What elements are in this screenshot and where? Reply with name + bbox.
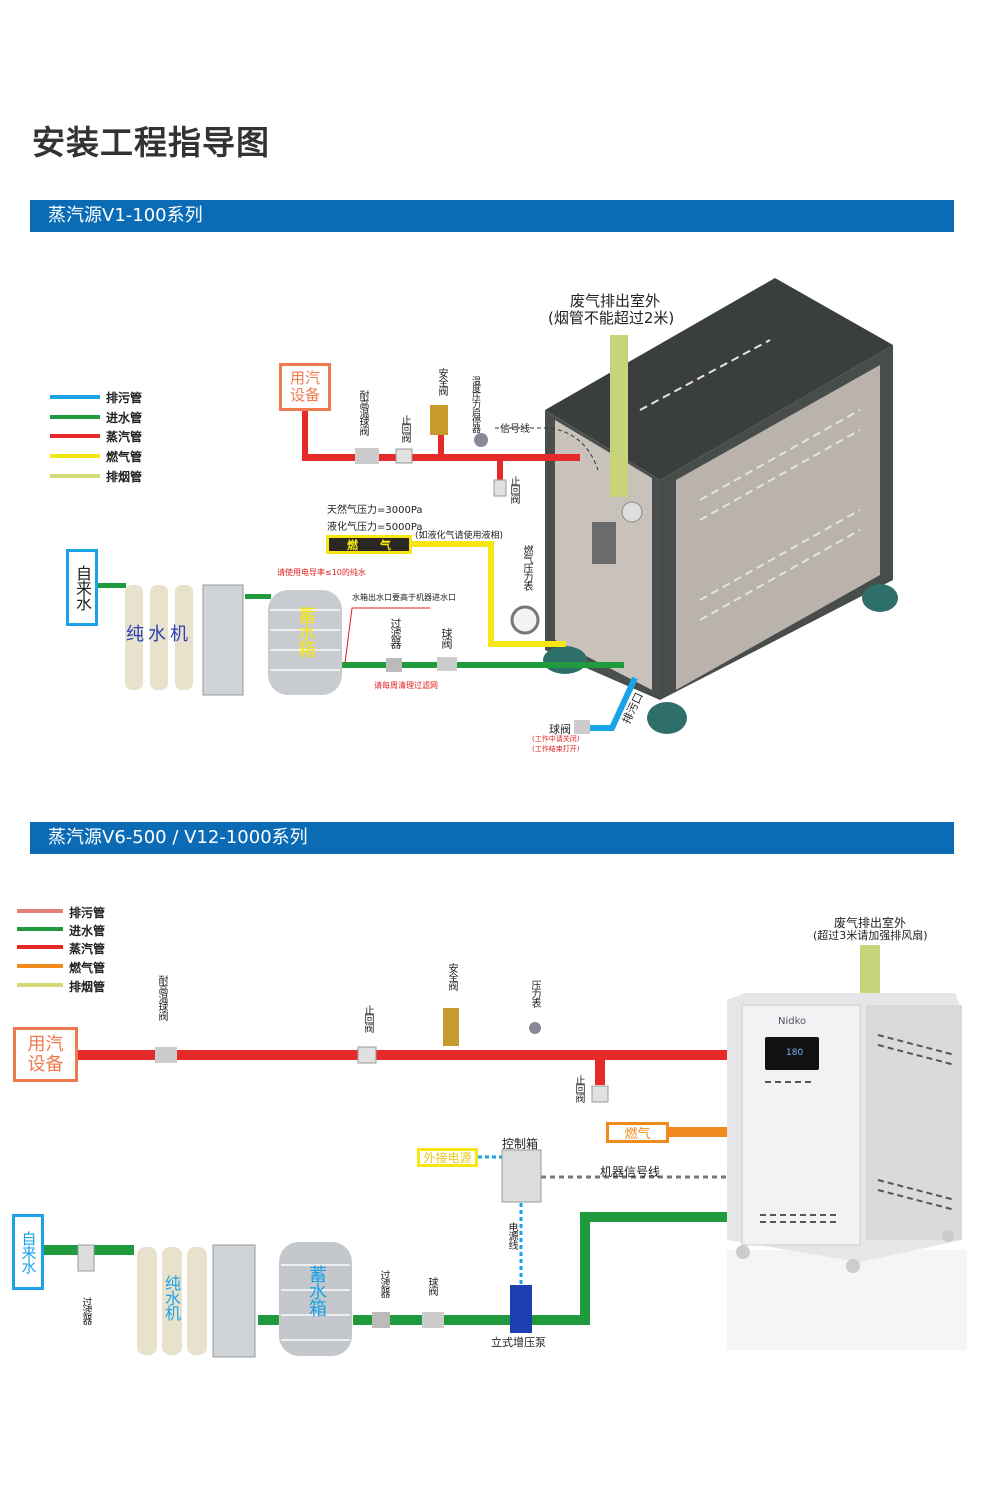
boiler-v6	[727, 993, 967, 1350]
filter-note: 请每周清理过滤网	[374, 681, 438, 690]
safety-valve-2-icon	[443, 1008, 459, 1046]
filter-icon	[386, 658, 402, 672]
pump-label: 立式增压泵	[491, 1336, 546, 1349]
check-valve-2-label: 止回阀	[508, 476, 519, 503]
steam-pipe-2	[78, 1050, 727, 1085]
gas-box: 燃 气	[326, 535, 412, 554]
filter-label-3: 过滤器	[378, 1270, 389, 1297]
control-box-icon	[501, 1149, 542, 1203]
flue-pipe-2	[860, 945, 880, 997]
check-valve-label-2: 止回阀	[362, 1005, 373, 1032]
drain-pipe-1	[590, 676, 638, 731]
legend-label: 排污管	[106, 391, 143, 405]
legend-label: 蒸汽管	[69, 942, 106, 956]
ro-machine-1	[125, 584, 244, 696]
safety-valve-icon	[430, 405, 448, 435]
legend-label: 进水管	[69, 924, 106, 938]
brand-logo: Nidko	[778, 1016, 807, 1027]
gas-pipe-2	[669, 1127, 727, 1137]
high-temp-ball-valve-label-2: 耐高温球阀	[156, 975, 167, 1020]
filter-label-2: 过滤器	[80, 1297, 91, 1324]
filter-2-icon	[77, 1244, 95, 1272]
safety-valve-label: 安全阀	[436, 368, 447, 395]
signal-line-1	[495, 427, 599, 471]
pressure-switch-icon	[474, 433, 488, 447]
exhaust-note: (烟管不能超过2米)	[548, 309, 675, 327]
ball-valve-label: 球阀	[440, 628, 453, 648]
drain-valve-label: 球阀	[549, 723, 571, 736]
display-value: 180	[786, 1048, 804, 1058]
section1-header: 蒸汽源V1-100系列	[30, 200, 954, 232]
ro-machine-label-2: 纯水机	[162, 1275, 181, 1320]
drain-note-2: (工作结束打开)	[532, 745, 580, 753]
water-tank-1	[268, 590, 342, 695]
tank-note: 水箱出水口要高于机器进水口	[352, 593, 456, 602]
legend-label: 进水管	[106, 411, 143, 425]
ro-machine-label: 纯水机	[126, 624, 192, 645]
lpg-pressure: 液化气压力=5000Pa	[327, 522, 423, 533]
control-box-label: 控制箱	[502, 1137, 539, 1151]
water-pipe-1	[98, 583, 624, 668]
natural-gas-pressure: 天然气压力=3000Pa	[327, 505, 423, 516]
ball-valve-icon	[355, 448, 379, 464]
check-valve-3-icon	[357, 1046, 377, 1064]
legend-label: 蒸汽管	[106, 430, 143, 444]
tap-water-box: 自来水	[66, 549, 98, 626]
tank-label: 蓄水箱	[295, 606, 316, 657]
exhaust-title: 废气排出室外	[570, 292, 661, 310]
safety-valve-label-2: 安全阀	[446, 963, 457, 990]
legend-label: 排烟管	[106, 470, 143, 484]
tank-label-2: 蓄水箱	[306, 1265, 327, 1316]
external-power-box: 外接电源	[417, 1148, 478, 1167]
check-valve-label: 止回阀	[399, 415, 410, 442]
pure-water-note: 请使用电导率≤10的纯水	[277, 568, 366, 577]
steam-pipe-1	[302, 411, 580, 487]
exhaust-title-2: 废气排出室外	[834, 916, 907, 930]
gas-gauge-icon	[510, 605, 540, 635]
ball-valve-1-icon	[437, 657, 457, 671]
pressure-gauge-icon	[529, 1022, 541, 1034]
power-line-label: 电源线	[506, 1222, 517, 1249]
legend-label: 排污管	[69, 906, 106, 920]
lpg-note: (如液化气请使用液相)	[415, 531, 504, 541]
high-temp-ball-valve-label: 耐高温球阀	[357, 390, 368, 435]
machine-signal-label: 机器信号线	[600, 1165, 661, 1179]
drain-note-1: (工作中请关闭)	[532, 735, 580, 743]
pressure-switch-label: 温度压力启停器	[470, 376, 480, 432]
flue-pipe-1	[610, 335, 628, 497]
steam-device-box-2: 用汽设备	[13, 1027, 78, 1082]
ball-valve-3-icon	[422, 1312, 444, 1328]
filter-3-icon	[372, 1312, 390, 1328]
filter-label: 过滤器	[389, 618, 402, 648]
drain-valve-icon	[574, 720, 590, 734]
ro-machine-2	[137, 1244, 256, 1358]
legend-lines-1	[50, 395, 100, 478]
ball-valve-label-2: 球阀	[426, 1277, 437, 1295]
legend-label: 燃气管	[69, 961, 106, 975]
steam-device-box: 用汽设备	[279, 363, 331, 411]
legend-label: 排烟管	[69, 980, 106, 994]
water-tank-2	[279, 1242, 352, 1356]
gas-pipe-1	[412, 541, 566, 647]
legend-label: 燃气管	[106, 450, 143, 464]
tap-water-box-2: 自来水	[12, 1214, 44, 1290]
exhaust-note-2: (超过3米请加强排风扇)	[813, 929, 928, 942]
page-title: 安装工程指导图	[32, 123, 270, 162]
check-valve-icon	[395, 448, 413, 464]
gas-box-2: 燃气	[606, 1122, 669, 1143]
pump-icon	[510, 1285, 532, 1333]
check-valve-2-icon	[493, 479, 507, 497]
check-valve-4-icon	[591, 1085, 609, 1103]
check-valve-label-3: 止回阀	[573, 1075, 584, 1102]
gas-gauge-label: 燃气压力表	[521, 545, 532, 590]
signal-line-label: 信号线	[500, 424, 530, 435]
pressure-gauge-label: 压力表	[529, 980, 540, 1007]
ball-valve-2-icon	[155, 1047, 177, 1063]
section2-header: 蒸汽源V6-500 / V12-1000系列	[30, 822, 954, 854]
legend-lines-2	[17, 909, 63, 987]
